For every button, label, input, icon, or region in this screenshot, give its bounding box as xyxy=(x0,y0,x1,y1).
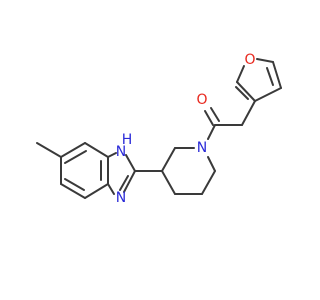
bond-piperidine-n-c6 xyxy=(207,156,216,172)
atom-h-nh: H xyxy=(122,132,133,148)
bond-furan-o-c5 xyxy=(256,58,274,63)
atom-label-layer: H N N N O O xyxy=(116,52,256,206)
bond-piperidine-c4-c3 xyxy=(161,170,176,195)
bond-furan-c2-o xyxy=(236,65,245,83)
bond-imidazole-nh-c2 xyxy=(125,154,136,172)
atom-n-imine: N xyxy=(116,190,126,206)
bond-benzene-1-inner xyxy=(64,150,87,164)
bond-piperidine-c6-c5 xyxy=(201,170,216,195)
bond-imidazole-n3-c3a xyxy=(107,183,115,195)
bond-benzene-1 xyxy=(60,142,86,158)
bond-benzene-5-inner xyxy=(64,178,85,191)
bond-furan-c5-c4 xyxy=(272,61,282,89)
molecule-diagram: H N N N O O xyxy=(36,52,282,206)
bond-methyl xyxy=(36,142,62,158)
bond-layer xyxy=(36,58,282,199)
bond-furan-c4-c3 xyxy=(254,87,282,102)
bond-carbonyl-oxygen-1 xyxy=(204,110,214,126)
bond-furan-c3-c2-inner xyxy=(235,86,249,100)
atom-o-furan: O xyxy=(244,52,255,68)
atom-o-carbonyl: O xyxy=(196,92,207,108)
bond-imidazole-c2-n3 xyxy=(123,170,136,193)
bond-n-carbonyl xyxy=(207,124,216,140)
bond-benzene-4 xyxy=(84,183,109,199)
bond-piperidine-c3-c2 xyxy=(161,147,176,172)
bond-benzene-5 xyxy=(60,183,86,199)
bond-benzene-2 xyxy=(84,142,109,158)
bond-imidazole-nh-c7a xyxy=(107,152,117,158)
bond-furan-c3-c2 xyxy=(236,81,256,102)
bond-imidazole-c2-n3-inner xyxy=(119,175,129,191)
atom-n-amide: N xyxy=(197,140,207,156)
bond-furan-c5-c4-inner xyxy=(266,67,274,86)
bond-carbonyl-oxygen-2 xyxy=(210,107,220,122)
atom-n-nh: N xyxy=(116,144,126,160)
bond-ch2-furan xyxy=(241,100,256,126)
